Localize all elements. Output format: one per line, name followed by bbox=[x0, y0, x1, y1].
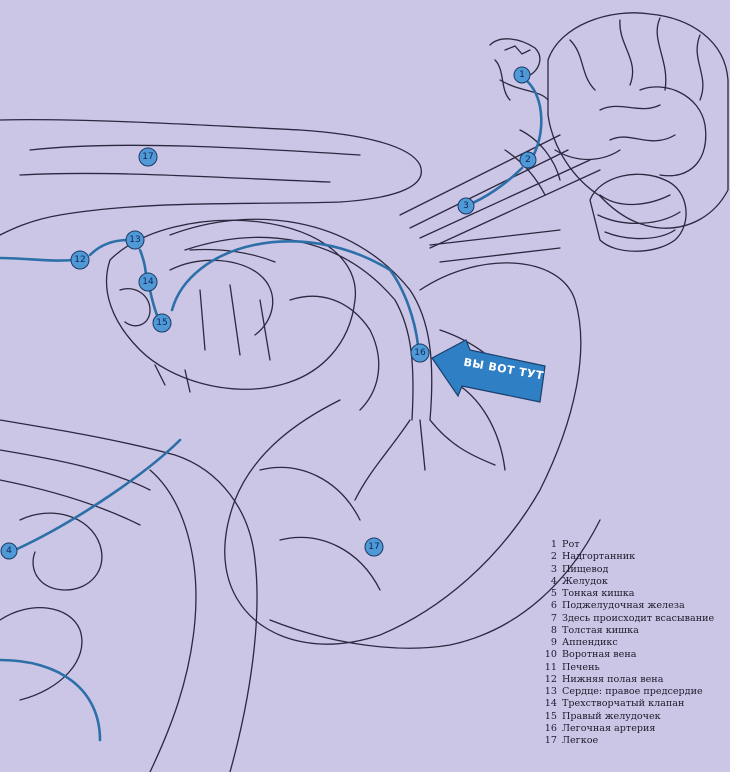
lower-lung-drawing bbox=[225, 263, 581, 644]
legend-label: Надгортанник bbox=[562, 551, 635, 562]
legend-number: 5 bbox=[540, 588, 557, 600]
legend-item: 3 Пищевод bbox=[540, 564, 714, 576]
legend-number: 16 bbox=[540, 723, 557, 735]
marker: 1 bbox=[514, 67, 530, 83]
legend-label: Печень bbox=[562, 662, 600, 673]
legend-item: 6 Поджелудочная железа bbox=[540, 600, 714, 612]
brain-drawing bbox=[548, 13, 728, 251]
legend-item: 2 Надгортанник bbox=[540, 551, 714, 563]
legend-number: 14 bbox=[540, 698, 557, 710]
number-markers: 1 2 3 17 12 13 14 15 16 17 4 bbox=[1, 67, 536, 559]
marker-label: 2 bbox=[525, 155, 531, 165]
marker-label: 12 bbox=[74, 255, 85, 265]
legend-number: 9 bbox=[540, 637, 557, 649]
legend-number: 12 bbox=[540, 674, 557, 686]
legend-number: 8 bbox=[540, 625, 557, 637]
legend-number: 15 bbox=[540, 711, 557, 723]
marker-label: 16 bbox=[414, 348, 426, 358]
marker-label: 4 bbox=[6, 546, 12, 556]
marker: 3 bbox=[458, 198, 474, 214]
legend-number: 1 bbox=[540, 539, 557, 551]
marker-label: 17 bbox=[368, 542, 379, 552]
legend-item: 12 Нижняя полая вена bbox=[540, 674, 714, 686]
legend-item: 7 Здесь происходит всасывание bbox=[540, 613, 714, 625]
legend-item: 10 Воротная вена bbox=[540, 649, 714, 661]
legend-number: 2 bbox=[540, 551, 557, 563]
route-arrows bbox=[0, 82, 541, 740]
marker-label: 1 bbox=[519, 70, 525, 80]
marker: 16 bbox=[411, 344, 429, 362]
marker: 17 bbox=[139, 148, 157, 166]
legend-item: 15 Правый желудочек bbox=[540, 711, 714, 723]
legend-item: 14 Трехстворчатый клапан bbox=[540, 698, 714, 710]
marker: 17 bbox=[365, 538, 383, 556]
lower-body-drawing bbox=[0, 420, 600, 772]
legend-label: Воротная вена bbox=[562, 649, 636, 660]
marker: 15 bbox=[153, 314, 171, 332]
legend-item: 4 Желудок bbox=[540, 576, 714, 588]
legend-item: 13 Сердце: правое предсердие bbox=[540, 686, 714, 698]
legend-item: 16 Легочная артерия bbox=[540, 723, 714, 735]
legend-label: Сердце: правое предсердие bbox=[562, 686, 703, 697]
heart-drawing bbox=[107, 220, 356, 392]
marker: 4 bbox=[1, 543, 17, 559]
legend-label: Пищевод bbox=[562, 564, 608, 575]
legend-number: 7 bbox=[540, 613, 557, 625]
legend-label: Здесь происходит всасывание bbox=[562, 613, 714, 624]
marker-label: 3 bbox=[463, 201, 469, 211]
legend-label: Нижняя полая вена bbox=[562, 674, 663, 685]
you-are-here-callout: ВЫ ВОТ ТУТ bbox=[432, 340, 545, 402]
legend-number: 4 bbox=[540, 576, 557, 588]
legend-label: Трехстворчатый клапан bbox=[562, 698, 684, 709]
legend-label: Легочная артерия bbox=[562, 723, 655, 734]
legend-label: Тонкая кишка bbox=[562, 588, 634, 599]
legend-label: Желудок bbox=[562, 576, 608, 587]
marker-label: 14 bbox=[142, 277, 154, 287]
legend-item: 11 Печень bbox=[540, 662, 714, 674]
legend-label: Легкое bbox=[562, 735, 598, 746]
legend-item: 8 Толстая кишка bbox=[540, 625, 714, 637]
marker-label: 15 bbox=[156, 318, 167, 328]
marker-label: 13 bbox=[129, 235, 140, 245]
legend-label: Толстая кишка bbox=[562, 625, 639, 636]
legend-number: 13 bbox=[540, 686, 557, 698]
esophagus-drawing bbox=[400, 130, 600, 262]
legend-number: 11 bbox=[540, 662, 557, 674]
legend-item: 5 Тонкая кишка bbox=[540, 588, 714, 600]
marker: 12 bbox=[71, 251, 89, 269]
legend-number: 17 bbox=[540, 735, 557, 747]
upper-lung-drawing bbox=[0, 120, 421, 235]
marker: 2 bbox=[520, 152, 536, 168]
marker: 14 bbox=[139, 273, 157, 291]
legend-item: 9 Аппендикс bbox=[540, 637, 714, 649]
legend-item: 1 Рот bbox=[540, 539, 714, 551]
legend-number: 6 bbox=[540, 600, 557, 612]
legend-label: Аппендикс bbox=[562, 637, 618, 648]
marker-label: 17 bbox=[142, 152, 153, 162]
legend-number: 3 bbox=[540, 564, 557, 576]
legend-item: 17 Легкое bbox=[540, 735, 714, 747]
legend-label: Рот bbox=[562, 539, 580, 550]
legend-label: Правый желудочек bbox=[562, 711, 661, 722]
legend-number: 10 bbox=[540, 649, 557, 661]
legend-label: Поджелудочная железа bbox=[562, 600, 685, 611]
marker: 13 bbox=[126, 231, 144, 249]
